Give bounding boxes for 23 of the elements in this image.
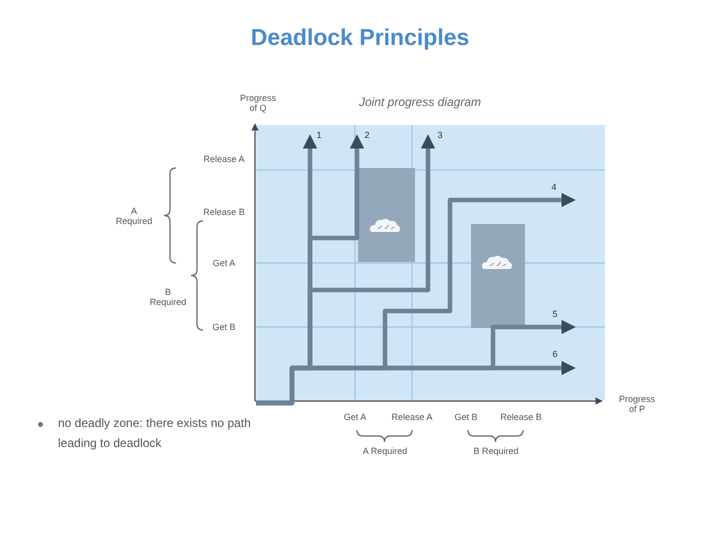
tick-label: Get A (212, 258, 236, 268)
axis-label: Progress of Q (238, 93, 277, 114)
tick-label: Get B (211, 322, 236, 332)
path-number: 5 (551, 309, 558, 320)
path-number: 2 (363, 130, 370, 140)
path-number: 1 (315, 130, 322, 140)
brace-label: B Required (472, 446, 520, 456)
bullet-text: no deadly zone: there exists no path leading to deadlock (58, 415, 252, 452)
path-number: 4 (550, 182, 558, 192)
diagram-heading: Joint progress diagram (358, 96, 482, 110)
tick-label: Get B (453, 412, 478, 422)
tick-label: Release B (499, 412, 543, 422)
axis-label: Progress of P (618, 394, 656, 415)
tick-label: Get A (342, 412, 368, 422)
brace-label: B Required (148, 287, 188, 308)
path-number: 3 (436, 130, 444, 140)
brace-label: A Required (362, 446, 408, 456)
slide-title: Deadlock Principles (250, 24, 470, 51)
brace-label: A Required (114, 206, 154, 227)
tick-label: Release A (390, 412, 434, 422)
tick-label: Release A (203, 154, 245, 164)
path-number: 6 (551, 349, 558, 360)
tick-label: Release B (203, 207, 245, 218)
